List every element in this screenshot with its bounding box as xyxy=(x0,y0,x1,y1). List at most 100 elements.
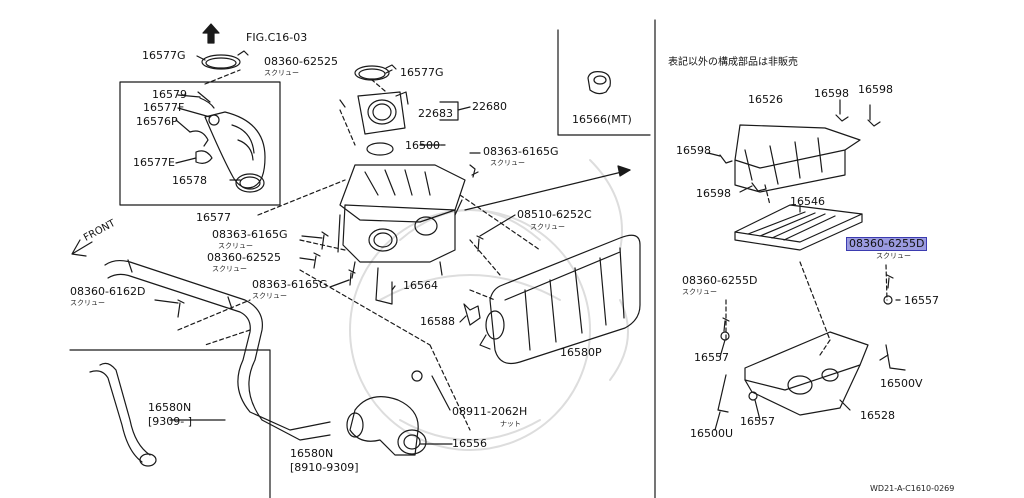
screw-08360-6255D-b xyxy=(722,317,730,332)
bracket-16500V xyxy=(885,344,906,371)
duct-16556 xyxy=(346,396,427,456)
inset-box-16580N xyxy=(69,349,271,498)
case-16528 xyxy=(744,331,869,416)
screw-sublabel-a: スクリュー xyxy=(264,69,299,77)
part-label-16577E[interactable]: 16577E xyxy=(133,156,175,169)
screw-08360-6162D xyxy=(177,299,185,318)
fig-ref-arrow xyxy=(202,23,220,44)
screw-label-08363-6165G-a[interactable]: 08363-6165G xyxy=(483,145,559,158)
grommet-16557-b xyxy=(720,331,730,341)
hose-group-box xyxy=(119,81,281,206)
screw-sublabel-g: スクリュー xyxy=(70,299,105,307)
grommet-16557-a xyxy=(883,295,893,305)
part-label-16598-c[interactable]: 16598 xyxy=(676,144,711,157)
part-label-16577G-b[interactable]: 16577G xyxy=(400,66,444,79)
screw-08363-b xyxy=(321,231,329,250)
part-label-16577[interactable]: 16577 xyxy=(196,211,231,224)
inset-box-16566 xyxy=(557,29,651,136)
part-label-16566MT[interactable]: 16566(MT) xyxy=(572,113,632,126)
nut-label-08911-2062H[interactable]: 08911-2062H xyxy=(452,405,528,418)
part-label-16576P[interactable]: 16576P xyxy=(136,115,178,128)
cover-16526 xyxy=(734,124,861,193)
front-arrow xyxy=(71,239,93,257)
bracket-16500U xyxy=(717,374,729,413)
part-label-16580N-b-range: [8910-9309] xyxy=(290,461,359,474)
air-cleaner-16500 xyxy=(337,164,466,279)
adapter-22683 xyxy=(357,91,409,135)
screw-08363-c xyxy=(348,269,356,286)
screw-sublabel-i: スクリュー xyxy=(682,288,717,296)
part-label-16500U[interactable]: 16500U xyxy=(690,427,734,440)
screw-label-08360-6162D[interactable]: 08360-6162D xyxy=(70,285,146,298)
element-16546 xyxy=(734,204,863,251)
part-label-16557-b[interactable]: 16557 xyxy=(694,351,729,364)
part-label-22683[interactable]: 22683 xyxy=(418,107,453,120)
part-label-22680[interactable]: 22680 xyxy=(472,100,507,113)
part-label-16580P[interactable]: 16580P xyxy=(560,346,602,359)
screw-label-08360-6255D[interactable]: 08360-6255D xyxy=(682,274,758,287)
screw-08360-62525 xyxy=(313,252,321,269)
clip-16598-d xyxy=(751,182,767,192)
clamp-16577G-right xyxy=(354,65,390,81)
part-label-16557-c[interactable]: 16557 xyxy=(740,415,775,428)
screw-sublabel-e: スクリュー xyxy=(212,265,247,273)
part-label-16578[interactable]: 16578 xyxy=(172,174,207,187)
bracket-16588 xyxy=(463,303,481,326)
nut-08911 xyxy=(411,370,423,382)
part-label-16500[interactable]: 16500 xyxy=(405,139,440,152)
hose-16578 xyxy=(204,111,266,193)
screw-label-08510-6252C[interactable]: 08510-6252C xyxy=(517,208,592,221)
part-label-16546[interactable]: 16546 xyxy=(790,195,825,208)
part-label-16588[interactable]: 16588 xyxy=(420,315,455,328)
part-label-16598-d[interactable]: 16598 xyxy=(696,187,731,200)
resonator-16580P xyxy=(479,234,641,365)
part-label-16598-b[interactable]: 16598 xyxy=(858,83,893,96)
diagram-reference-code: WD21-A-C1610-0269 xyxy=(870,484,955,493)
screw-label-08363-6165G-c[interactable]: 08363-6165G xyxy=(252,278,328,291)
part-label-16580N-b[interactable]: 16580N xyxy=(290,447,334,460)
clip-16598-b xyxy=(867,119,881,127)
screw-08363-a xyxy=(469,164,479,178)
screw-label-08360-62525-b[interactable]: 08360-62525 xyxy=(207,251,281,264)
seal-ring xyxy=(366,142,394,156)
note-non-sale-components: 表記以外の構成部品は非販売 xyxy=(668,57,798,68)
part-label-16580N-a[interactable]: 16580N xyxy=(148,401,192,414)
screw-08510 xyxy=(476,235,484,252)
part-label-16526[interactable]: 16526 xyxy=(748,93,783,106)
nut-sublabel: ナット xyxy=(500,420,521,428)
screw-08360-6255D-a xyxy=(886,274,894,289)
part-label-16580N-a-range: [9309- ] xyxy=(148,415,193,428)
part-label-16557-a[interactable]: 16557 xyxy=(904,294,939,307)
clip-16598-c xyxy=(719,154,733,164)
part-16577E xyxy=(195,150,213,164)
part-16579 xyxy=(197,91,215,109)
clamp-16577G-left xyxy=(201,54,241,70)
part-label-16556[interactable]: 16556 xyxy=(452,437,487,450)
part-16566 xyxy=(587,71,611,95)
screw-sublabel-b: スクリュー xyxy=(490,159,525,167)
screw-sublabel-h: スクリュー xyxy=(876,252,911,260)
pipe-16580N-inset xyxy=(89,362,151,463)
fig-reference-label[interactable]: FIG.C16-03 xyxy=(246,31,308,44)
screw-label-08360-62525-a[interactable]: 08360-62525 xyxy=(264,55,338,68)
part-label-16598-a[interactable]: 16598 xyxy=(814,87,849,100)
pipe-16580N xyxy=(104,259,331,441)
part-label-16579[interactable]: 16579 xyxy=(152,88,187,101)
part-16577F xyxy=(208,114,220,126)
bracket-16564 xyxy=(375,267,393,305)
screw-sublabel-c: スクリュー xyxy=(530,223,565,231)
part-label-16500V[interactable]: 16500V xyxy=(880,377,923,390)
highlighted-screw-label-08360-6255D[interactable]: 08360-6255D xyxy=(846,237,928,251)
part-label-16577G-a[interactable]: 16577G xyxy=(142,49,186,62)
part-label-16564[interactable]: 16564 xyxy=(403,279,438,292)
part-label-16528[interactable]: 16528 xyxy=(860,409,895,422)
clip-16598-a xyxy=(835,114,849,122)
grommet-16557-c xyxy=(748,391,758,401)
section-arrow xyxy=(464,169,631,211)
part-16576P xyxy=(189,130,209,147)
screw-sublabel-f: スクリュー xyxy=(252,292,287,300)
screw-label-08363-6165G-b[interactable]: 08363-6165G xyxy=(212,228,288,241)
part-label-16577F[interactable]: 16577F xyxy=(143,101,185,114)
